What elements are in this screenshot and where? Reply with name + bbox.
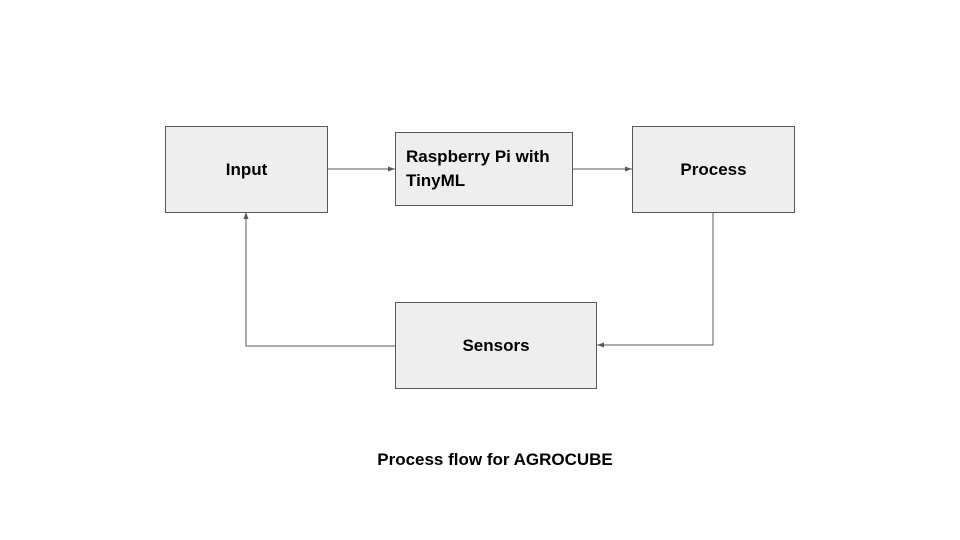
edge-sensors-to-input [243,212,396,347]
node-raspberry-pi-label: Raspberry Pi with TinyML [406,147,550,190]
node-sensors-label: Sensors [462,335,530,355]
node-raspberry-pi: Raspberry Pi with TinyML [395,132,573,206]
diagram-caption: Process flow for AGROCUBE [377,450,613,469]
node-input-label: Input [225,159,268,179]
node-sensors: Sensors [395,302,597,389]
node-input: Input [165,126,328,213]
edge-process-to-sensors [597,212,714,348]
node-process-label: Process [680,159,747,179]
node-process: Process [632,126,795,213]
